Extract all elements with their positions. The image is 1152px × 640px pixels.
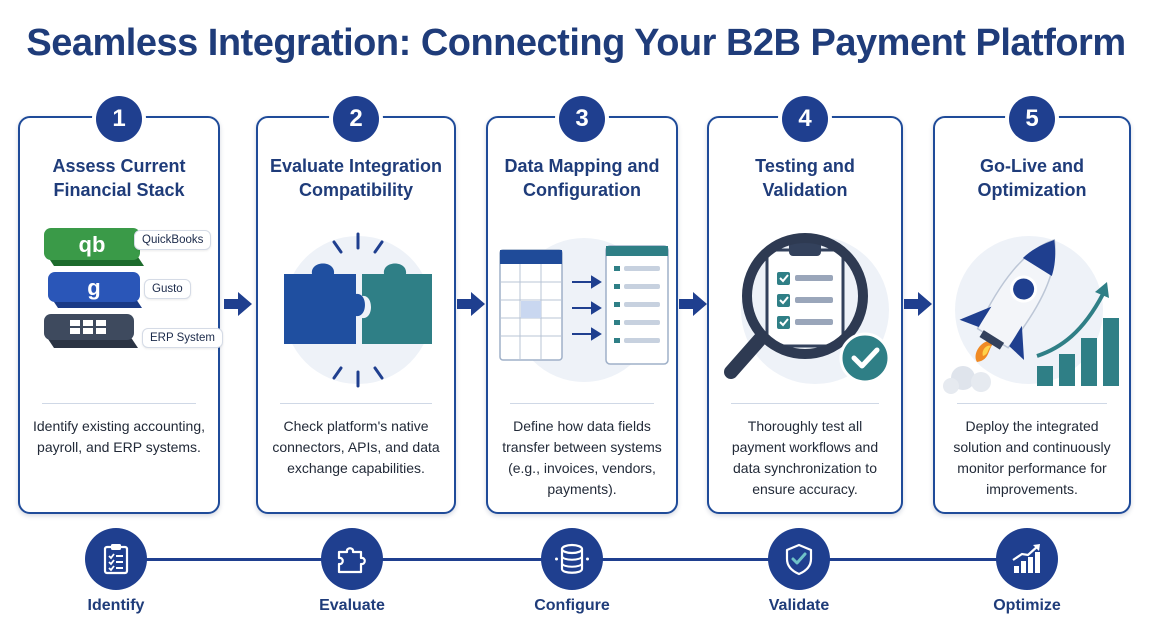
timeline-node-optimize — [996, 528, 1058, 590]
step-title: Assess Current Financial Stack — [52, 156, 186, 200]
step-card-4: 4 Testing and Validation Thoroughly tes — [707, 96, 903, 514]
svg-text:g: g — [87, 275, 100, 300]
step-title: Data Mapping and Configuration — [504, 156, 660, 200]
stack-label-gusto: Gusto — [144, 279, 191, 299]
card-divider — [42, 403, 196, 404]
step-number-badge: 3 — [559, 96, 605, 142]
magnifier-checklist-icon — [715, 214, 895, 404]
timeline-node-configure — [541, 528, 603, 590]
puzzle-icon — [337, 547, 366, 574]
step-card-2: 2 Evaluate Integration Compatibility Che… — [256, 96, 456, 514]
timeline-node-evaluate — [321, 528, 383, 590]
step-title: Testing and Validation — [755, 156, 855, 200]
timeline-node-identify — [85, 528, 147, 590]
step-description: Thoroughly test all payment workflows an… — [731, 418, 879, 497]
flow-arrow-icon — [904, 292, 932, 316]
step-number-badge: 2 — [333, 96, 379, 142]
rocket-growth-icon — [941, 214, 1123, 404]
step-number-badge: 5 — [1009, 96, 1055, 142]
card-divider — [280, 403, 432, 404]
shield-check-icon — [785, 543, 813, 576]
stack-label-erp: ERP System — [142, 328, 223, 348]
growth-chart-icon — [1012, 544, 1040, 573]
stack-label-quickbooks: QuickBooks — [134, 230, 212, 250]
step-description: Define how data fields transfer between … — [502, 418, 662, 497]
page-title: Seamless Integration: Connecting Your B2… — [26, 22, 1126, 64]
timeline-label: Validate — [768, 597, 830, 614]
card-divider — [510, 403, 654, 404]
timeline-label: Configure — [534, 597, 610, 614]
step-card-3: 3 Data Mapping and Configuration — [486, 96, 678, 514]
step-description: Check platform's native connectors, APIs… — [272, 418, 440, 476]
database-icon — [555, 543, 589, 574]
step-number-badge: 1 — [96, 96, 142, 142]
step-card-5: 5 Go-Live and Optimization — [933, 96, 1131, 514]
qb-logo-icon: qb — [44, 228, 144, 266]
step-description: Deploy the integrated solution and conti… — [953, 418, 1111, 497]
flow-arrow-icon — [457, 292, 485, 316]
clipboard-checklist-icon — [103, 544, 129, 575]
gusto-logo-icon: g — [48, 272, 142, 308]
timeline-label: Identify — [87, 597, 145, 614]
timeline-label: Evaluate — [319, 597, 385, 614]
puzzle-pieces-icon — [264, 214, 448, 404]
step-description: Identify existing accounting, payroll, a… — [33, 418, 205, 455]
step-card-1: 1 Assess Current Financial Stack g qb — [18, 96, 223, 514]
timeline-label: Optimize — [993, 597, 1061, 614]
data-mapping-icon — [494, 214, 670, 404]
layered-systems-icon: g qb QuickBooks Gusto ERP System — [26, 214, 223, 404]
erp-grid-icon — [44, 314, 138, 348]
card-divider — [731, 403, 879, 404]
step-number-badge: 4 — [782, 96, 828, 142]
step-title: Evaluate Integration Compatibility — [269, 156, 443, 200]
timeline-node-validate — [768, 528, 830, 590]
svg-text:qb: qb — [79, 232, 106, 257]
card-divider — [957, 403, 1107, 404]
step-title: Go-Live and Optimization — [977, 156, 1087, 200]
flow-arrow-icon — [679, 292, 707, 316]
flow-arrow-icon — [224, 292, 252, 316]
